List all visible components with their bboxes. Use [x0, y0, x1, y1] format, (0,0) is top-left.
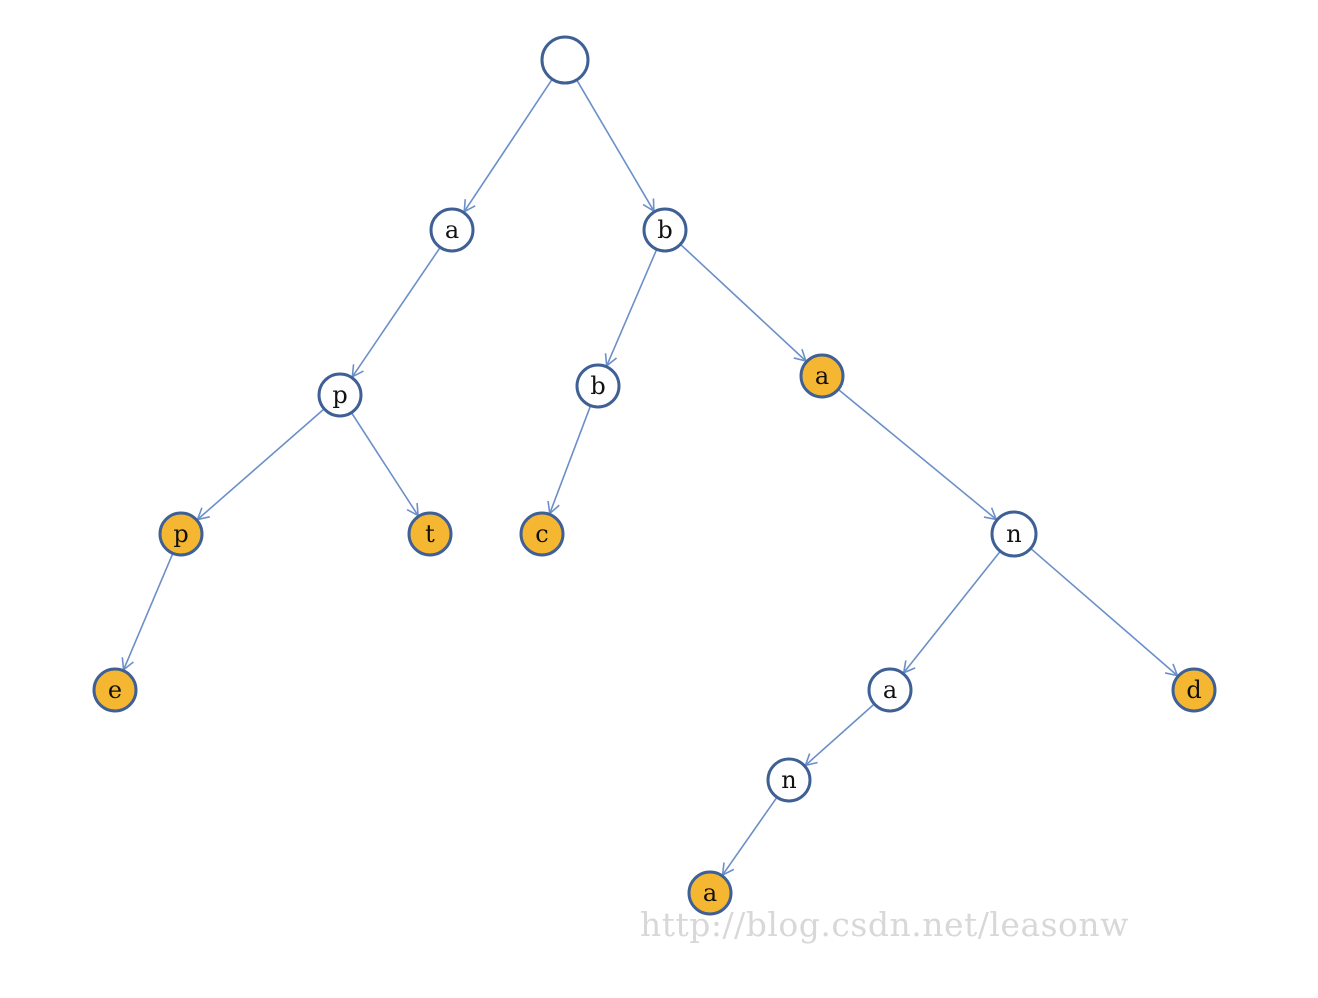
node-c1: c [519, 511, 565, 557]
edge-line [197, 408, 324, 521]
edge-line [351, 413, 419, 516]
edge-a3-n2 [804, 704, 875, 767]
edge-p1-p2 [196, 408, 324, 521]
node-a2: a [799, 353, 845, 399]
edge-line [903, 551, 1001, 674]
node-circle [642, 207, 688, 253]
node-circle [867, 667, 913, 713]
node-d1: d [1171, 667, 1217, 713]
node-a4: a [687, 870, 733, 916]
terminal-node-circle [158, 511, 204, 557]
node-label: p [173, 520, 188, 548]
node-p2: p [158, 511, 204, 557]
node-label: a [883, 676, 897, 704]
edge-root-b1 [576, 80, 655, 213]
node-circle [540, 35, 590, 85]
terminal-node-circle [519, 511, 565, 557]
node-circle [317, 372, 363, 418]
edge-n1-d1 [1030, 548, 1179, 677]
node-circle [429, 207, 475, 253]
node-label: a [703, 879, 717, 907]
node-label: p [332, 381, 347, 409]
node-e1: e [92, 667, 138, 713]
node-b2: b [575, 363, 621, 409]
node-label: t [425, 520, 435, 548]
node-circle [990, 510, 1038, 558]
node-t1: t [407, 511, 453, 557]
node-p1: p [317, 372, 363, 418]
node-label: b [590, 372, 605, 400]
node-label: a [815, 362, 829, 390]
node-label: d [1186, 676, 1201, 704]
edge-line [1030, 548, 1178, 677]
edge-line [122, 553, 174, 671]
terminal-node-circle [687, 870, 733, 916]
node-a3: a [867, 667, 913, 713]
node-n1: n [990, 510, 1038, 558]
edge-line [804, 704, 875, 766]
node-label: n [781, 766, 796, 794]
nodes-layer: a b p b a p t c n e a d n a [92, 35, 1217, 916]
edge-b1-a2 [680, 244, 808, 363]
node-root [540, 35, 590, 85]
node-label: c [535, 520, 548, 548]
node-label: e [108, 676, 122, 704]
edge-n2-a4 [721, 797, 778, 877]
node-a1: a [429, 207, 475, 253]
edge-line [605, 249, 658, 367]
edge-root-a1 [463, 79, 553, 214]
edge-line [549, 406, 591, 514]
edge-a2-n1 [838, 389, 998, 521]
node-label: b [657, 216, 672, 244]
node-label: a [445, 216, 459, 244]
edge-a1-p1 [351, 247, 441, 379]
edge-p1-t1 [351, 413, 419, 517]
terminal-node-circle [1171, 667, 1217, 713]
terminal-node-circle [799, 353, 845, 399]
terminal-node-circle [92, 667, 138, 713]
node-label: n [1006, 520, 1021, 548]
edge-line [351, 247, 441, 378]
edge-b2-c1 [547, 406, 591, 515]
edge-line [576, 80, 655, 212]
edge-line [721, 797, 778, 876]
edge-n1-a3 [902, 551, 1001, 675]
edge-p2-e1 [121, 553, 174, 672]
node-b1: b [642, 207, 688, 253]
edge-line [680, 244, 807, 362]
edges-layer [121, 79, 1179, 877]
terminal-node-circle [407, 511, 453, 557]
node-n2: n [766, 757, 812, 803]
watermark-text: http://blog.csdn.net/leasonw [640, 905, 1129, 944]
edge-line [463, 79, 553, 213]
node-circle [766, 757, 812, 803]
node-circle [575, 363, 621, 409]
edge-b1-b2 [604, 249, 658, 368]
edge-line [838, 389, 997, 521]
